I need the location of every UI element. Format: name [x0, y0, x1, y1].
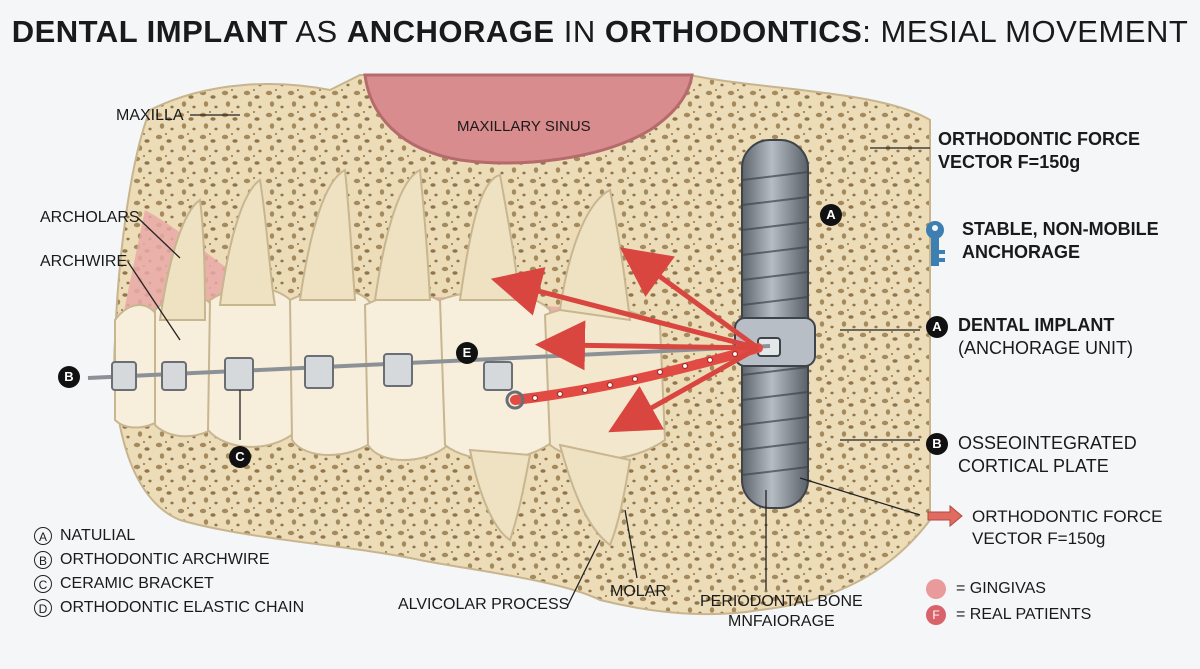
badge-c: C [229, 446, 251, 468]
badge-b-right: B [926, 433, 948, 455]
badge-a-implant: A [820, 204, 842, 226]
badge-e: E [456, 342, 478, 364]
key-icon [926, 221, 945, 266]
leader-lines [127, 114, 930, 606]
label-alveolar-process: ALVICOLAR PROCESS [398, 596, 570, 613]
maxillary-sinus [363, 73, 694, 165]
force-arrows [490, 247, 760, 433]
color-key: = GINGIVAS F= REAL PATIENTS [926, 576, 1091, 628]
label-archolars: ARCHOLARS [40, 209, 140, 226]
label-stable-anchorage: STABLE, NON-MOBILE ANCHORAGE [962, 219, 1159, 263]
label-archwire: ARCHWIRE [40, 253, 128, 270]
elastic-chain [510, 343, 763, 405]
badge-b-left: B [58, 366, 80, 388]
dental-implant [734, 139, 816, 509]
page-title: DENTAL IMPLANT AS ANCHORAGE IN ORTHODONT… [11, 14, 1189, 49]
swatch-real-patients: F [926, 605, 946, 625]
label-dental-implant: DENTAL IMPLANT (ANCHORAGE UNIT) [958, 315, 1133, 359]
label-periodontal-bone: PERIODONTAL BONE MNFAIORAGE [700, 593, 863, 630]
key-item-real-patients: F= REAL PATIENTS [926, 602, 1091, 628]
hook-ring [505, 390, 525, 410]
elastic-chain-links [531, 350, 739, 402]
label-maxilla: MAXILLA [116, 107, 184, 124]
archwire-line [87, 344, 771, 380]
ceramic-brackets [111, 353, 513, 391]
label-molar: MOLAR [610, 583, 667, 600]
force-arrow-icon [927, 504, 963, 528]
badge-a-right: A [926, 316, 948, 338]
label-force-vector-top: ORTHODONTIC FORCE VECTOR F=150g [938, 129, 1140, 173]
key-item-gingivas: = GINGIVAS [926, 576, 1091, 602]
label-force-vector-bottom: ORTHODONTIC FORCE VECTOR F=150g [972, 507, 1163, 549]
label-maxillary-sinus: MAXILLARY SINUS [457, 118, 591, 135]
label-osseointegrated: OSSEOINTEGRATED CORTICAL PLATE [958, 433, 1137, 477]
swatch-gingivas [926, 579, 946, 599]
